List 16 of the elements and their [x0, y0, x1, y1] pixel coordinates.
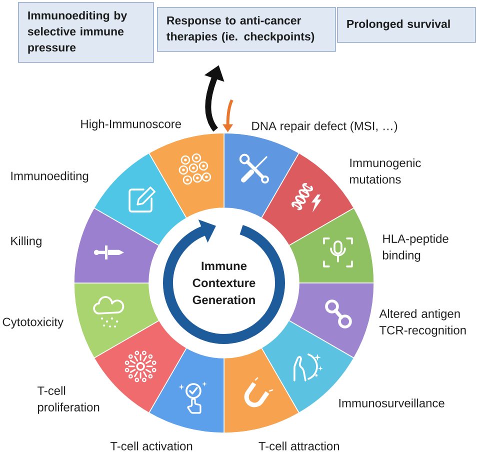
segment-label: Altered antigen TCR-recognition [379, 309, 466, 337]
segment-label: Killing [11, 236, 42, 248]
segment-label: HLA-peptide binding [382, 234, 448, 262]
segment-label: Immunoediting [11, 171, 88, 183]
text-box: Immunoediting by selective immune pressure [18, 2, 154, 63]
segment-label: T-cell proliferation [37, 386, 100, 414]
segment-label: T-cell attraction [258, 442, 339, 450]
segment-label: Cytotoxicity [2, 317, 64, 329]
segment-label: High-Immunoscore [81, 119, 182, 131]
segment-label: Immunosurveillance [339, 398, 444, 408]
segment-label: T-cell activation [110, 442, 192, 450]
text-box: Response to anti-cancer therapies (ie. checkpoints) [157, 7, 336, 52]
center-label: Immune Contexture Generation [192, 262, 256, 304]
text-box: Prolonged survival [337, 7, 476, 43]
segment-label: DNA repair defect (MSI, …) [252, 121, 398, 133]
segment-label: Immunogenic mutations [350, 158, 421, 184]
